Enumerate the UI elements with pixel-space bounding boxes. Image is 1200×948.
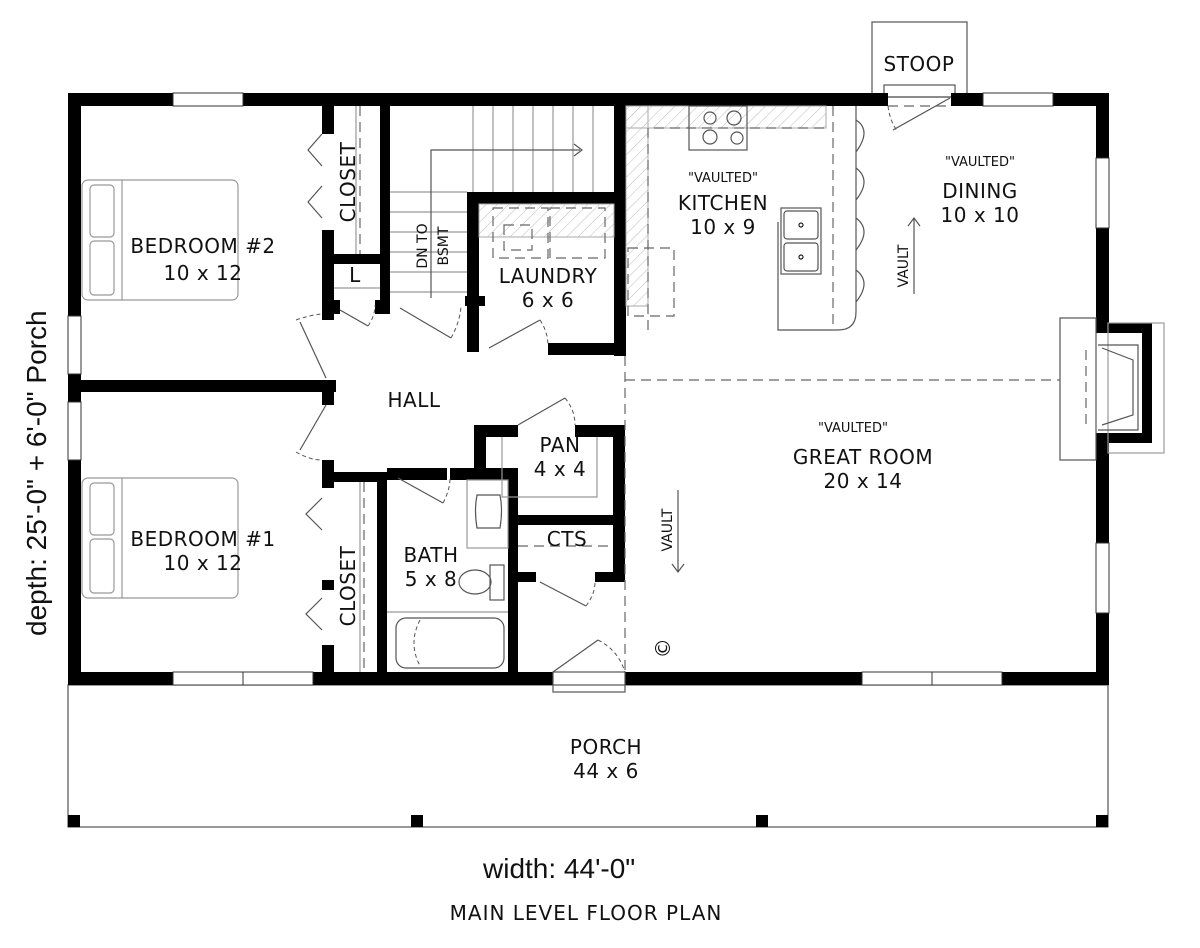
great-room-size: 20 x 14 <box>824 469 903 493</box>
kitchen-size: 10 x 9 <box>690 215 756 239</box>
dining-name: DINING <box>942 179 1018 203</box>
bedroom2-size: 10 x 12 <box>164 261 243 285</box>
great-room-name: GREAT ROOM <box>793 445 933 469</box>
pantry-size: 4 x 4 <box>534 457 587 481</box>
porch-outline <box>67 684 1109 828</box>
hall-label: HALL <box>387 388 440 412</box>
stoop-label: STOOP <box>884 52 955 76</box>
ceiling-lines <box>624 217 1060 672</box>
kitchen-note: "VAULTED" <box>688 171 758 186</box>
bath-size: 5 x 8 <box>405 567 458 591</box>
beds <box>81 179 239 599</box>
bedroom2-name: BEDROOM #2 <box>130 234 275 258</box>
stairs-line1: DN TO <box>415 223 431 268</box>
width-label: width: 44'-0" <box>482 853 635 884</box>
interior-walls <box>68 106 626 678</box>
kitchen-name: KITCHEN <box>678 191 768 215</box>
linen-label: L <box>349 263 361 287</box>
porch-name: PORCH <box>570 735 642 759</box>
great-room-note: "VAULTED" <box>818 421 888 436</box>
laundry-appliances <box>478 203 615 259</box>
kitchen-counters <box>625 105 865 331</box>
closet-bottom-label: CLOSET <box>336 545 360 626</box>
copyright-icon: © <box>651 638 675 659</box>
bedroom1-size: 10 x 12 <box>164 551 243 575</box>
dining-size: 10 x 10 <box>941 203 1020 227</box>
fireplace <box>1059 317 1165 461</box>
stairs-line2: BSMT <box>436 226 452 265</box>
depth-label: depth: 25'-0" + 6'-0" Porch <box>21 310 52 636</box>
plan-title: MAIN LEVEL FLOOR PLAN <box>450 901 723 925</box>
windows <box>67 92 1110 686</box>
bath-fixtures <box>387 437 613 669</box>
closet-top-label: CLOSET <box>336 141 360 222</box>
bath-name: BATH <box>403 543 458 567</box>
vault-great-label: VAULT <box>660 508 676 551</box>
laundry-name: LAUNDRY <box>499 264 598 288</box>
pantry-name: PAN <box>540 433 581 457</box>
room-labels: BEDROOM #2 10 x 12 BEDROOM #1 10 x 12 CL… <box>130 52 1019 783</box>
vault-dining-label: VAULT <box>896 244 912 287</box>
doors <box>295 97 951 693</box>
dining-note: "VAULTED" <box>945 155 1015 170</box>
cts-label: CTS <box>547 527 587 551</box>
bedroom1-name: BEDROOM #1 <box>130 527 275 551</box>
porch-size: 44 x 6 <box>573 759 639 783</box>
closet-rods <box>334 106 380 672</box>
stairs <box>390 106 594 298</box>
laundry-size: 6 x 6 <box>522 288 575 312</box>
stoop <box>871 21 968 98</box>
